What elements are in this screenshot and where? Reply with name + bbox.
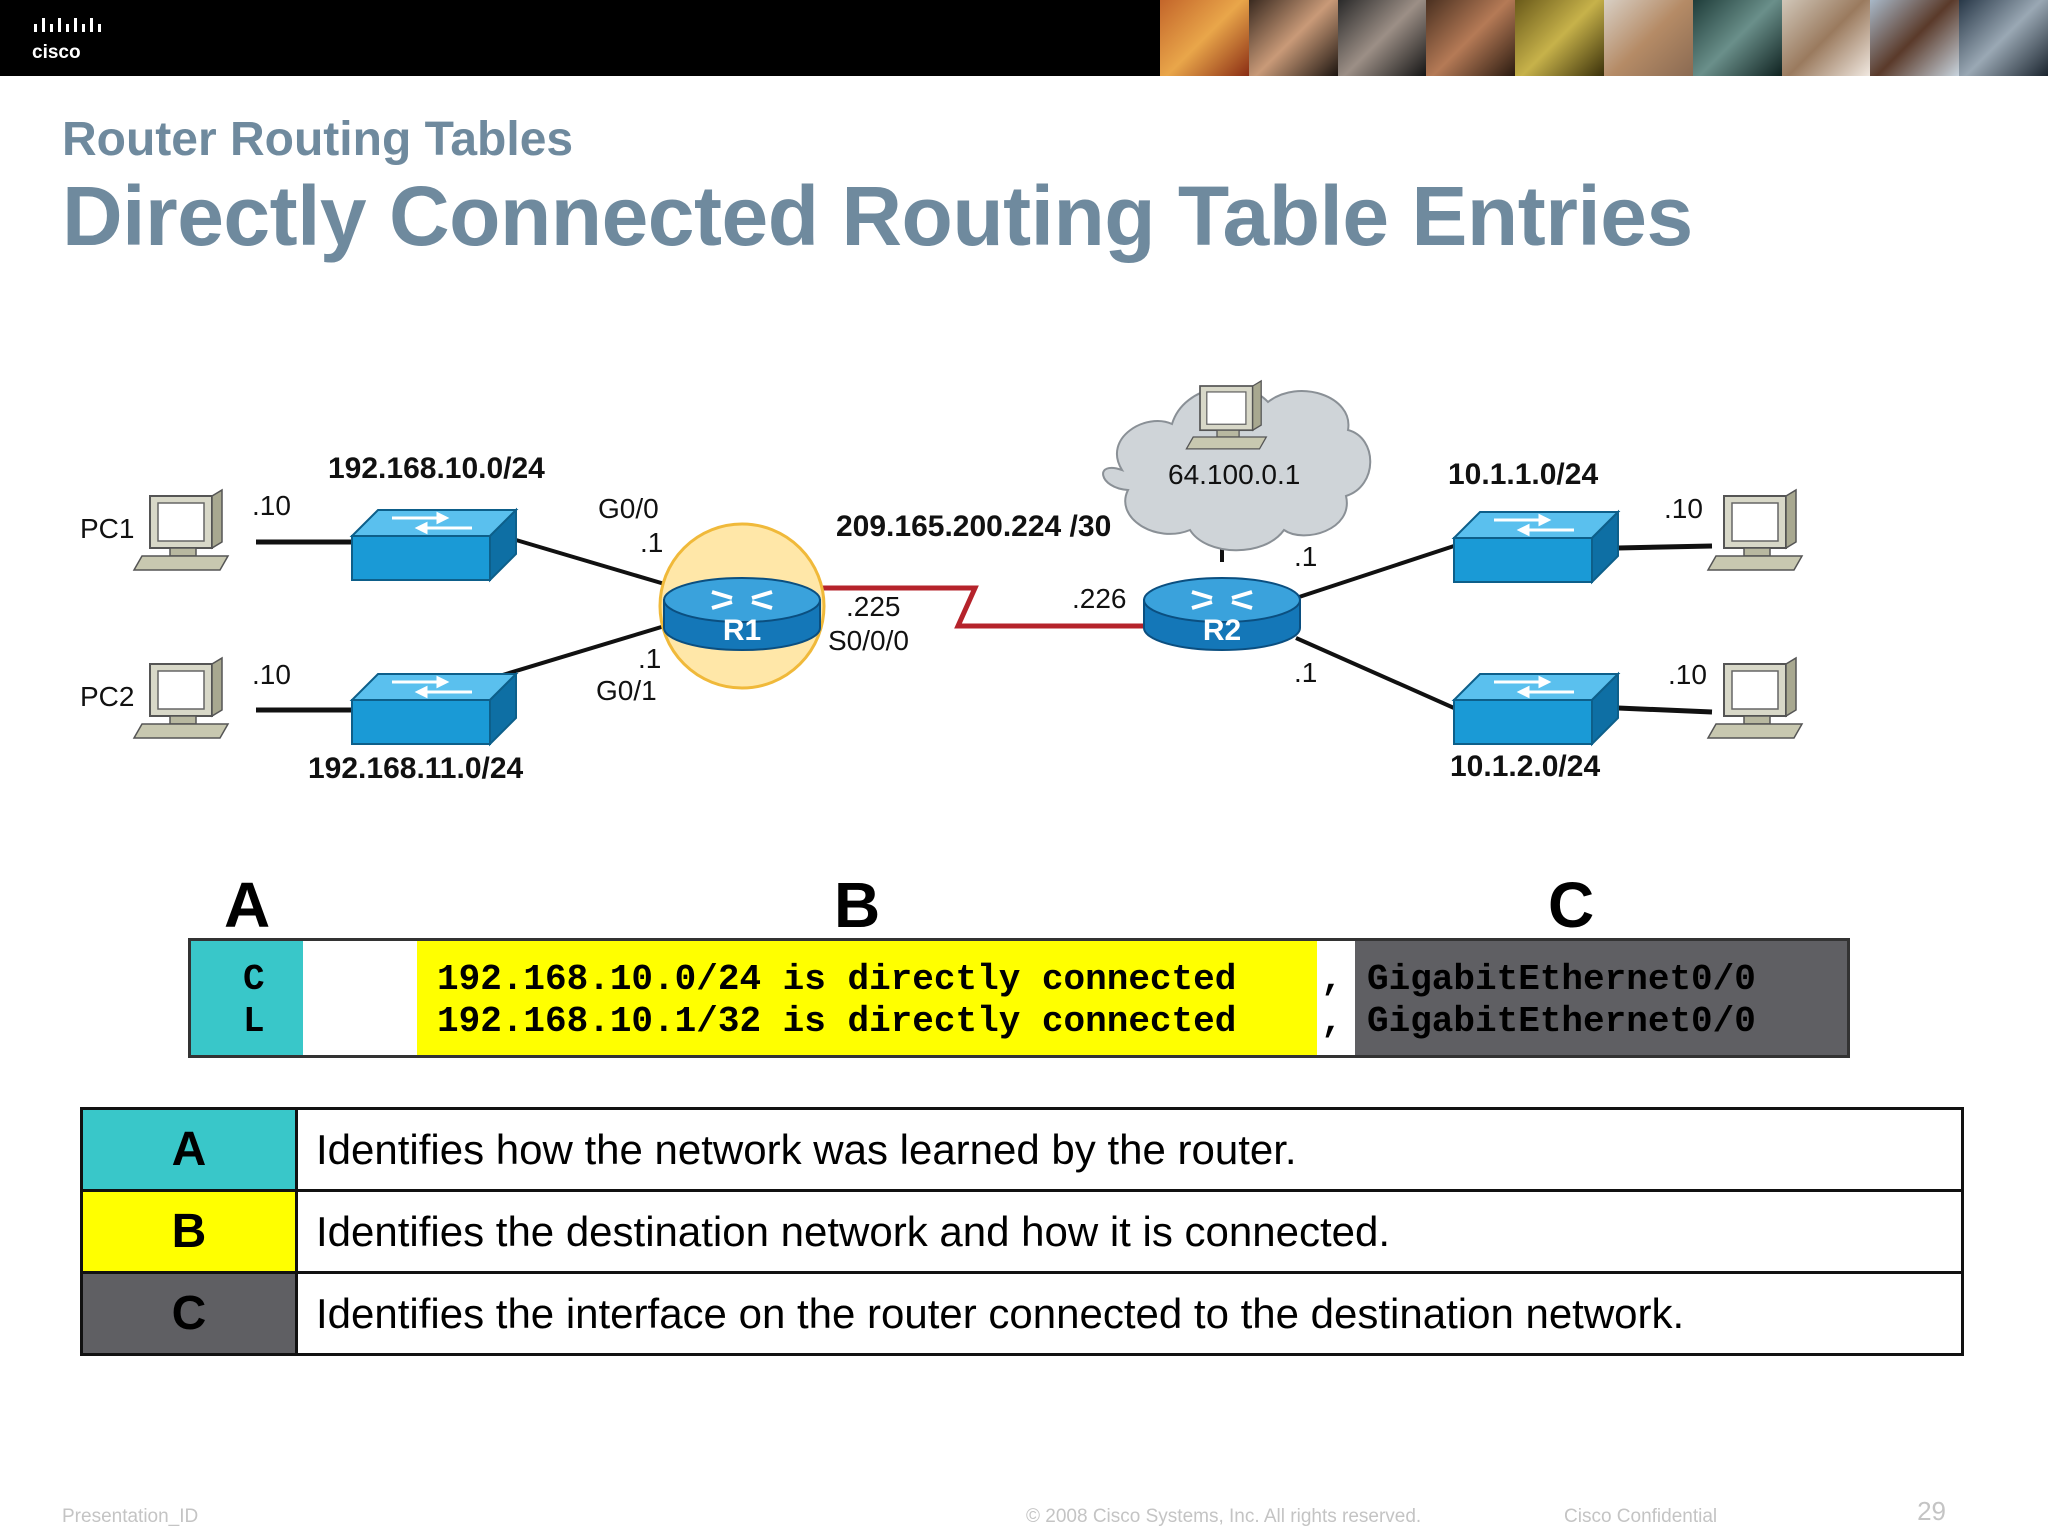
column-b-header: B bbox=[834, 869, 881, 941]
legend-row: C Identifies the interface on the router… bbox=[80, 1271, 1964, 1356]
r2-name-label: R2 bbox=[1203, 614, 1241, 647]
interface-column bbox=[1355, 941, 1847, 1055]
page-number: 29 bbox=[1917, 1496, 1946, 1526]
lan1-label: 192.168.10.0/24 bbox=[328, 452, 545, 485]
route-separator: , bbox=[1321, 959, 1343, 1000]
switch3-icon bbox=[1452, 510, 1620, 584]
r1-serial-host-label: .225 bbox=[846, 591, 901, 622]
pc1-label: PC1 bbox=[80, 513, 134, 544]
legend-key-b: B bbox=[80, 1189, 298, 1274]
footer-presentation-id: Presentation_ID bbox=[62, 1506, 199, 1527]
cloud-host-label: 64.100.0.1 bbox=[1168, 459, 1300, 490]
destination-column bbox=[417, 941, 1317, 1055]
pc3-icon bbox=[1707, 489, 1803, 571]
r1-g01-label: G0/1 bbox=[596, 675, 657, 706]
r1-serial-label: S0/0/0 bbox=[828, 625, 909, 656]
internet-cloud bbox=[1102, 386, 1372, 552]
link-switch2-r1 bbox=[485, 623, 669, 682]
photo-tile bbox=[1692, 0, 1782, 76]
lan3-label: 10.1.1.0/24 bbox=[1448, 458, 1598, 491]
route-code: C bbox=[243, 959, 265, 1000]
r1-g01-host-label: .1 bbox=[638, 643, 661, 674]
photo-tile bbox=[1160, 0, 1249, 76]
pc2-host-label: .10 bbox=[252, 659, 291, 690]
lan2-label: 192.168.11.0/24 bbox=[308, 752, 524, 785]
pc4-host-label: .10 bbox=[1668, 659, 1707, 690]
route-interface: GigabitEthernet0/0 bbox=[1367, 1001, 1756, 1042]
pc2-icon bbox=[133, 657, 229, 739]
legend-desc-a: Identifies how the network was learned b… bbox=[295, 1107, 1964, 1192]
legend-key-a: A bbox=[80, 1107, 298, 1192]
photo-tile bbox=[1515, 0, 1604, 76]
route-code: L bbox=[243, 1001, 265, 1042]
pc1-host-label: .10 bbox=[252, 490, 291, 521]
code-column bbox=[191, 941, 303, 1055]
switch4-icon bbox=[1452, 672, 1620, 746]
photo-tile bbox=[1603, 0, 1693, 76]
wan-serial-link bbox=[820, 585, 1146, 629]
photo-tile bbox=[1870, 0, 1960, 76]
legend-row: B Identifies the destination network and… bbox=[80, 1189, 1964, 1274]
photo-tile bbox=[1248, 0, 1338, 76]
slide-subtitle: Router Routing Tables bbox=[62, 113, 574, 166]
column-a-header: A bbox=[224, 869, 271, 941]
column-c-header: C bbox=[1548, 869, 1595, 941]
route-separator: , bbox=[1321, 1001, 1343, 1042]
legend-desc-c: Identifies the interface on the router c… bbox=[295, 1271, 1964, 1356]
route-destination: 192.168.10.1/32 is directly connected bbox=[437, 1001, 1237, 1042]
link-switch1-r1 bbox=[515, 538, 669, 587]
r1-name-label: R1 bbox=[723, 614, 761, 647]
legend-table: A Identifies how the network was learned… bbox=[80, 1107, 1964, 1356]
lan4-label: 10.1.2.0/24 bbox=[1450, 750, 1600, 783]
pc2-label: PC2 bbox=[80, 681, 134, 712]
network-topology-diagram: PC1 .10 PC2 .10 192.168.10.0/24 192.168.… bbox=[80, 380, 1803, 785]
pc4-icon bbox=[1707, 657, 1803, 739]
route-interface: GigabitEthernet0/0 bbox=[1367, 959, 1756, 1000]
logo-text: cisco bbox=[32, 42, 81, 63]
routing-table-output: C 192.168.10.0/24 is directly connected … bbox=[188, 938, 1850, 1058]
r2-lan-b-host-label: .1 bbox=[1294, 657, 1317, 688]
legend-row: A Identifies how the network was learned… bbox=[80, 1107, 1964, 1192]
wan-network-label: 209.165.200.224 /30 bbox=[836, 510, 1111, 543]
link-r2-switch3 bbox=[1295, 544, 1455, 600]
switch2-icon bbox=[350, 672, 518, 746]
pc3-host-label: .10 bbox=[1664, 493, 1703, 524]
pc1-icon bbox=[133, 489, 229, 571]
photo-tile bbox=[1337, 0, 1427, 76]
footer-copyright: © 2008 Cisco Systems, Inc. All rights re… bbox=[1026, 1506, 1422, 1527]
header-banner: cisco bbox=[0, 0, 2048, 76]
link-switch4-pc4 bbox=[1617, 705, 1713, 715]
link-switch3-pc3 bbox=[1617, 543, 1713, 551]
legend-key-c: C bbox=[80, 1271, 298, 1356]
photo-tile bbox=[1426, 0, 1516, 76]
cisco-logo: cisco bbox=[32, 18, 101, 63]
photo-tile bbox=[1959, 0, 2048, 76]
r1-g00-host-label: .1 bbox=[640, 527, 663, 558]
r2-serial-host-label: .226 bbox=[1072, 583, 1127, 614]
slide-title: Directly Connected Routing Table Entries bbox=[62, 169, 1693, 263]
legend-desc-b: Identifies the destination network and h… bbox=[295, 1189, 1964, 1274]
footer-confidential: Cisco Confidential bbox=[1564, 1506, 1718, 1527]
link-r2-switch4 bbox=[1295, 636, 1455, 710]
switch1-icon bbox=[350, 508, 518, 582]
route-destination: 192.168.10.0/24 is directly connected bbox=[437, 959, 1237, 1000]
r1-g00-label: G0/0 bbox=[598, 493, 659, 524]
photo-strip bbox=[1160, 0, 2048, 76]
photo-tile bbox=[1781, 0, 1871, 76]
r2-lan-a-host-label: .1 bbox=[1294, 541, 1317, 572]
